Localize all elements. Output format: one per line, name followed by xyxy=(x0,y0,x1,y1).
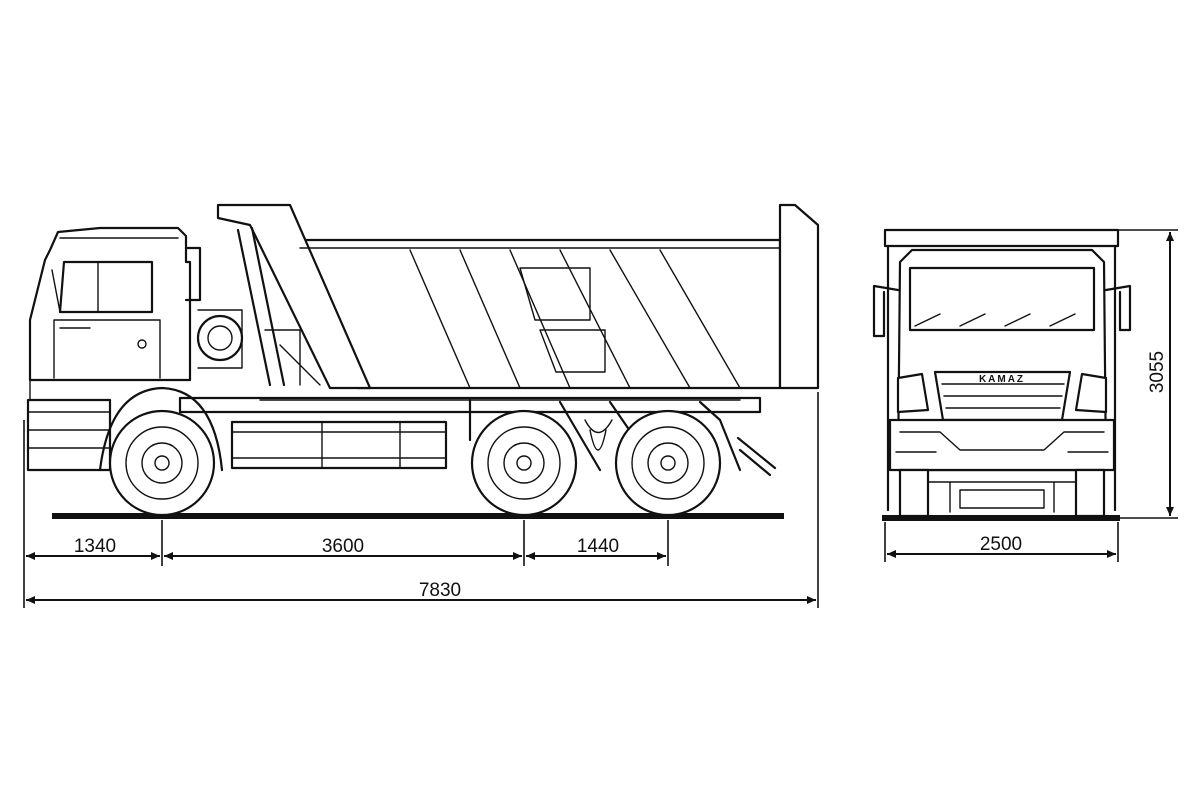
front-wheel-arch xyxy=(98,386,224,472)
rear-wheel-1 xyxy=(470,409,578,517)
front-body-edge xyxy=(883,228,1120,248)
cab xyxy=(28,226,202,382)
dim-wheelbase-rear: 1440 xyxy=(577,536,619,557)
lift-cylinder xyxy=(236,226,321,387)
chassis-frame xyxy=(178,396,762,414)
grille-badge: KAMAZ xyxy=(979,374,1025,385)
front-left-headlight xyxy=(896,372,930,414)
front-right-mirror xyxy=(1104,284,1132,332)
dim-wheelbase-first: 3600 xyxy=(322,536,364,557)
front-wheel xyxy=(108,409,216,517)
dim-overall-height: 3055 xyxy=(1147,351,1168,393)
cab-side-window xyxy=(58,260,154,314)
front-dimension-lines xyxy=(884,229,1178,562)
side-dimension-lines xyxy=(26,552,816,604)
dump-body xyxy=(216,203,820,390)
front-right-headlight xyxy=(1074,372,1108,414)
side-view xyxy=(26,203,820,519)
front-view: KAMAZ xyxy=(872,228,1132,521)
front-bumper xyxy=(26,379,112,472)
dim-overall-width: 2500 xyxy=(980,534,1022,555)
front-windshield xyxy=(908,266,1096,332)
dim-front-overhang: 1340 xyxy=(74,536,116,557)
fuel-tank xyxy=(230,420,448,470)
dim-overall-length: 7830 xyxy=(419,580,461,601)
side-extension-lines xyxy=(23,392,819,608)
front-left-mirror xyxy=(872,284,900,338)
front-left-tire xyxy=(898,468,930,518)
air-filter xyxy=(196,309,244,369)
rear-wheel-2 xyxy=(614,409,722,517)
front-bumper-face xyxy=(888,418,1116,472)
front-right-tire xyxy=(1074,468,1106,518)
tow-hook xyxy=(736,436,777,477)
